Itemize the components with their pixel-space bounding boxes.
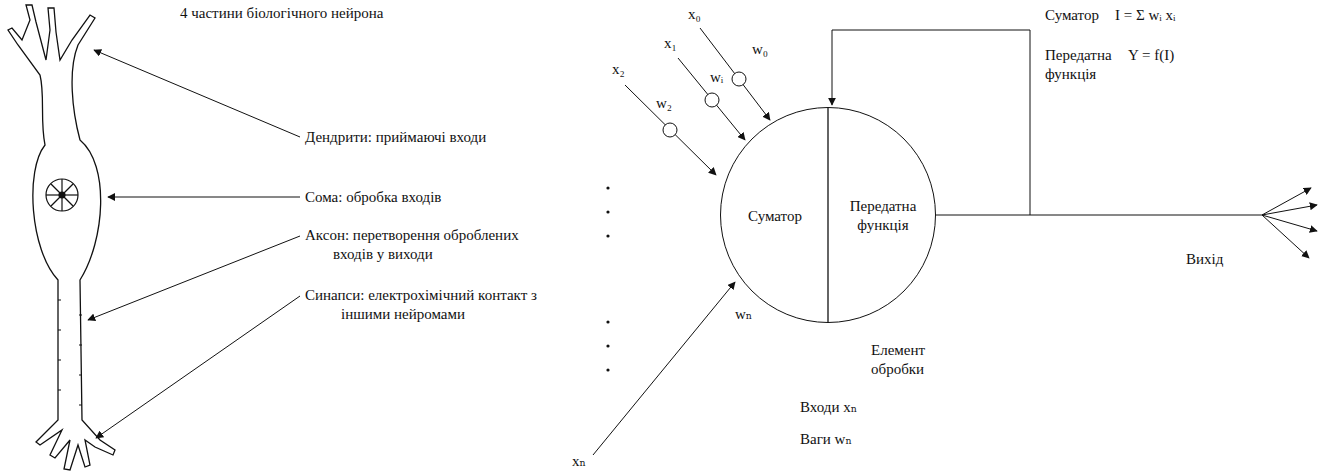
summator-text: Суматор: [748, 207, 802, 226]
part-label: Аксон: перетворення оброблених входів у …: [305, 226, 558, 264]
formula-label: I = Σ wᵢ xᵢ: [1115, 6, 1175, 25]
weight-markers: [663, 72, 746, 137]
weight-label: wᵢ: [710, 68, 723, 87]
legend-note: Входи xₙ: [800, 398, 857, 417]
part-label: Дендрити: приймаючі входи: [305, 128, 486, 147]
input-label: x₀: [688, 5, 701, 24]
formula-label: Передатна функція: [1045, 46, 1121, 84]
title-label: 4 частини біологічного нейрона: [180, 4, 383, 23]
neuron-body: [8, 5, 115, 470]
input-lines: [593, 28, 770, 455]
part-label: Сома: обробка входів: [305, 188, 441, 207]
weight-label: wₙ: [735, 305, 752, 324]
output-fan: [1262, 188, 1317, 258]
weight-label: w₂: [656, 94, 672, 113]
legend-note: Ваги wₙ: [800, 430, 852, 449]
transfer-function-text: Передатна функція: [837, 197, 929, 235]
output-line: [936, 215, 1262, 216]
circle-divider: [827, 108, 828, 322]
input-label: x₁: [664, 34, 677, 53]
ellipsis-dots: [606, 186, 609, 371]
feedback-line: [832, 30, 1030, 215]
formula-label: Y = f(I): [1128, 46, 1174, 65]
axon-ticks: [58, 300, 82, 405]
input-label: x₂: [612, 60, 625, 79]
part-label: Синапси: електрохімічний контакт з іншим…: [305, 286, 573, 324]
element-caption: Елемент обробки: [871, 341, 953, 379]
formula-label: Суматор: [1045, 6, 1099, 25]
leader-lines: [88, 50, 300, 438]
weight-label: w₀: [752, 40, 768, 59]
nucleus: [46, 179, 78, 211]
output-label: Вихід: [1186, 250, 1223, 269]
input-label: xₙ: [572, 452, 586, 471]
processing-element-circle: СуматорПередатна функціяЕлемент обробки: [720, 107, 936, 323]
